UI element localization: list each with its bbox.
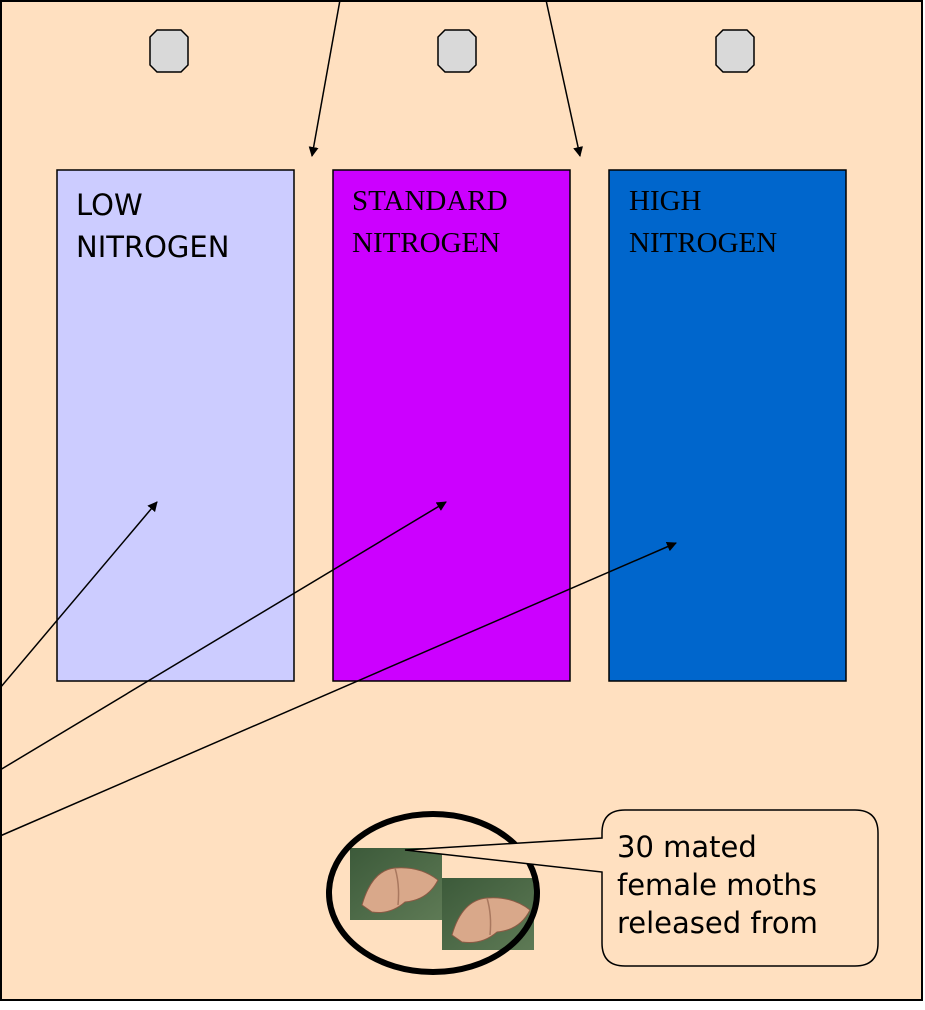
octagon-marker-icon: [438, 30, 476, 72]
moth-photo-icon: [350, 848, 442, 920]
octagon-marker-icon: [150, 30, 188, 72]
plot-label-standard-line1: STANDARD: [352, 180, 508, 222]
plot-label-high-line2: NITROGEN: [629, 222, 777, 264]
callout-line3: released from: [617, 904, 867, 942]
plot-label-low: LOW NITROGEN: [76, 184, 229, 268]
plot-label-high: HIGH NITROGEN: [629, 180, 777, 264]
octagon-marker-icon: [716, 30, 754, 72]
callout-line2: female moths: [617, 866, 867, 904]
callout-text: 30 mated female moths released from: [617, 828, 867, 942]
plot-label-standard: STANDARD NITROGEN: [352, 180, 508, 264]
plot-label-high-line1: HIGH: [629, 180, 777, 222]
plot-label-standard-line2: NITROGEN: [352, 222, 508, 264]
plot-label-low-line1: LOW: [76, 184, 229, 226]
plot-label-low-line2: NITROGEN: [76, 226, 229, 268]
callout-line1: 30 mated: [617, 828, 867, 866]
